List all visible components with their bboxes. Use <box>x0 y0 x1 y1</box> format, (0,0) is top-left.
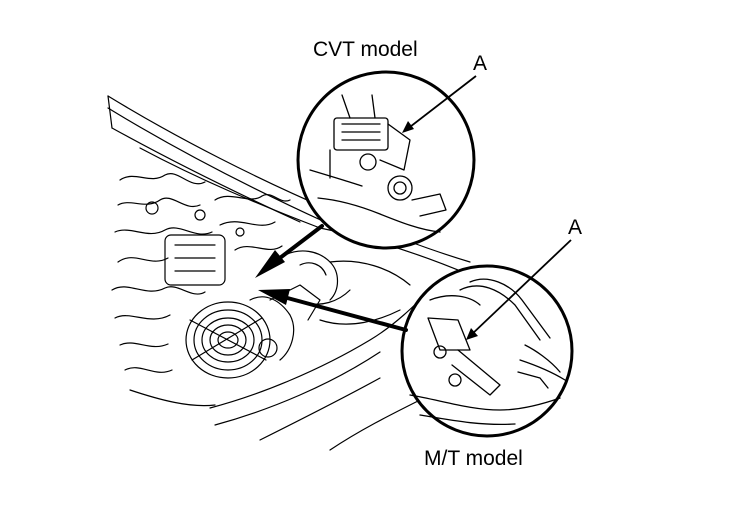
cvt-detail <box>309 94 447 233</box>
cvt-model-label: CVT model <box>313 38 418 61</box>
callout-a-bottom-label: A <box>568 216 583 239</box>
leader-top <box>405 75 477 131</box>
callout-leaders <box>405 75 572 337</box>
leader-top-arrowhead <box>402 121 414 133</box>
mt-callout-circle <box>400 264 574 438</box>
leader-bottom-arrowhead <box>466 328 478 340</box>
mt-pointer-line <box>278 294 408 332</box>
callout-a-top-label: A <box>473 52 488 75</box>
cvt-pointer-arrowhead <box>255 250 285 278</box>
coil-assembly <box>185 284 321 379</box>
mt-model-label: M/T model <box>424 447 523 470</box>
lower-body-lines <box>209 289 431 451</box>
mt-detail <box>409 278 566 426</box>
leader-bottom <box>469 239 572 337</box>
mt-pointer-arrowhead <box>258 289 290 305</box>
engine-bay-components <box>111 173 291 407</box>
cvt-callout-circle <box>296 70 476 250</box>
